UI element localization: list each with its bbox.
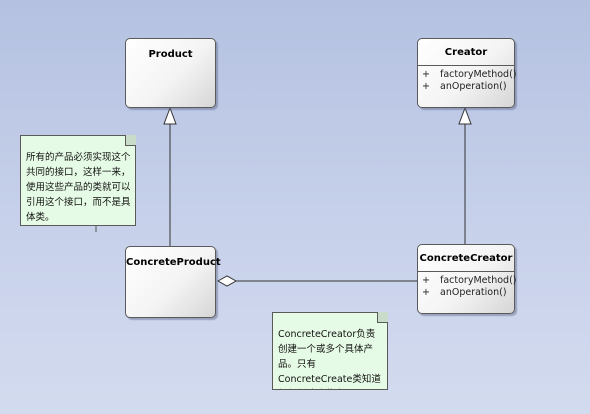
operation-visibility: +	[422, 81, 430, 92]
product-generalization-arrowhead	[163, 106, 177, 125]
note-concrete-creator-text: ConcreteCreator负责创建一个或多个具体产品。只有ConcreteC…	[278, 329, 381, 385]
note-product-interface-text: 所有的产品必须实现这个共同的接口，这样一来，使用这些产品的类就可以引用这个接口，…	[26, 152, 131, 223]
operation-name: anOperation()	[440, 81, 507, 92]
class-product-name: Product	[148, 49, 193, 60]
operation-row: + anOperation()	[422, 287, 514, 299]
operation-visibility: +	[422, 69, 430, 80]
operation-visibility: +	[422, 275, 430, 286]
creator-generalization-arrowhead	[458, 106, 472, 125]
operation-name: anOperation()	[440, 287, 507, 298]
class-concrete-creator-name: ConcreteCreator	[418, 245, 514, 272]
class-concrete-creator[interactable]: ConcreteCreator + factoryMethod() + anOper…	[417, 244, 517, 314]
aggregation-diamond	[216, 275, 238, 287]
operation-row: + factoryMethod()	[422, 275, 517, 287]
class-concrete-product-name: ConcreteProduct	[126, 257, 221, 268]
operation-visibility: +	[422, 287, 430, 298]
operation-name: factoryMethod()	[440, 69, 517, 80]
class-product[interactable]: Product	[125, 38, 216, 108]
note-product-interface[interactable]: 所有的产品必须实现这个共同的接口，这样一来，使用这些产品的类就可以引用这个接口，…	[20, 135, 136, 226]
class-creator-name: Creator	[418, 39, 514, 66]
class-creator[interactable]: Creator + factoryMethod() + anOperation()	[417, 38, 517, 108]
class-creator-operations: + factoryMethod() + anOperation()	[418, 66, 517, 93]
note-concrete-creator[interactable]: ConcreteCreator负责创建一个或多个具体产品。只有ConcreteC…	[272, 312, 388, 390]
class-concrete-creator-operations: + factoryMethod() + anOperation()	[418, 272, 517, 299]
note-fold-corner	[377, 312, 388, 323]
operation-row: + anOperation()	[422, 81, 514, 93]
operation-row: + factoryMethod()	[422, 69, 517, 81]
note-fold-corner	[125, 135, 136, 146]
operation-name: factoryMethod()	[440, 275, 517, 286]
class-concrete-product[interactable]: ConcreteProduct	[125, 246, 221, 318]
